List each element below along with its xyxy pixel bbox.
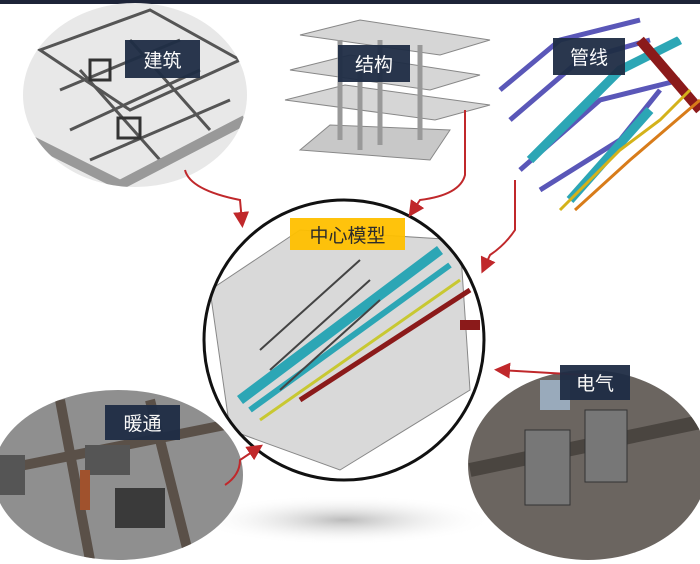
arrow-hvac [224,444,263,486]
label-structure: 结构 [338,45,410,82]
label-electrical: 电气 [560,365,630,400]
label-hvac: 暖通 [105,405,180,440]
center-shadow [194,495,494,545]
structure-model-image [284,19,491,161]
label-pipeline: 管线 [553,38,625,75]
label-architecture: 建筑 [125,40,200,78]
central-model-image [202,198,486,482]
architecture-model-image [23,3,247,187]
electrical-model-image [468,370,700,560]
pipeline-model-image [498,17,700,212]
arrow-pipeline [480,180,516,274]
arrow-structure [408,110,466,217]
label-central-model: 中心模型 [290,218,405,250]
arrow-architecture [184,169,250,228]
top-bar [0,0,700,4]
